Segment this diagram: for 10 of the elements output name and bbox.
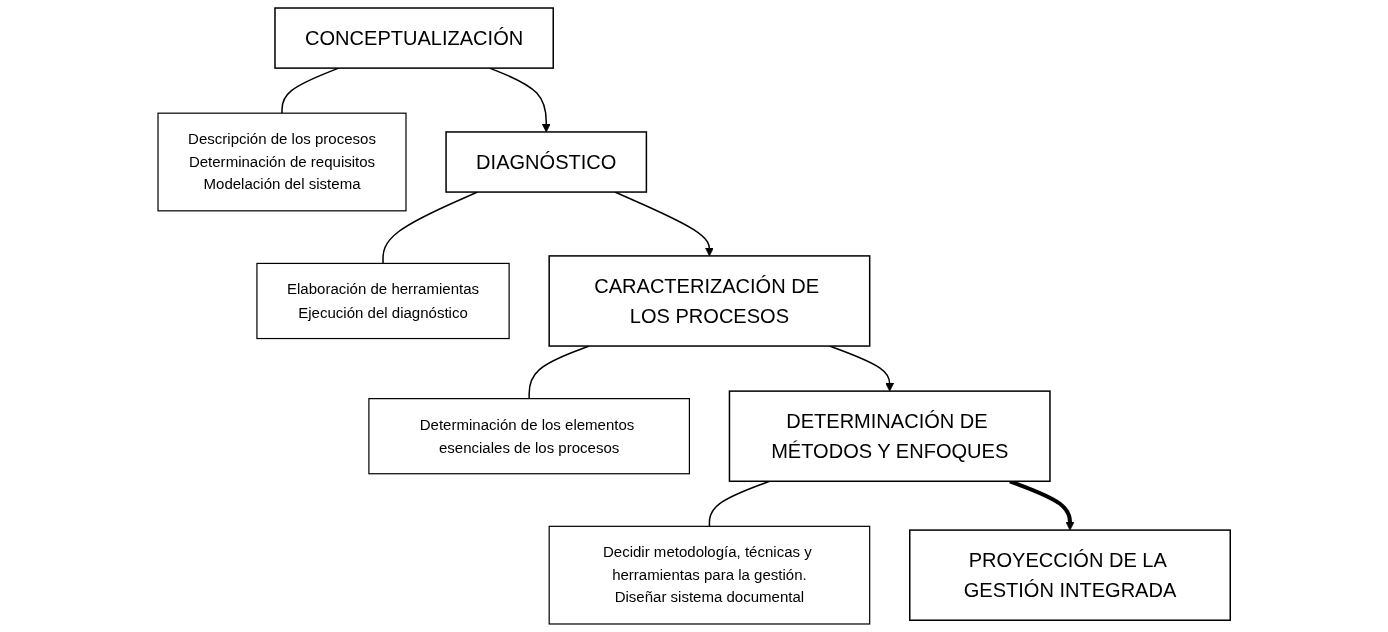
- node-box: Elaboración de herramientas Ejecución del diagnóstico: [256, 262, 510, 340]
- node-box: DETERMINACIÓN DE MÉTODOS Y ENFOQUES: [728, 390, 1051, 482]
- arrow: [614, 191, 714, 257]
- node-box: PROYECCIÓN DE LA GESTIÓN INTEGRADA: [908, 529, 1231, 621]
- node-box: CARACTERIZACIÓN DE LOS PROCESOS: [548, 255, 871, 347]
- node-box: Descripción de los procesos Determinación de requisitos Modelación del sistema: [157, 112, 407, 212]
- node-box: Determinación de los elementos esenciales de los procesos: [368, 398, 690, 475]
- node-box: DIAGNÓSTICO: [445, 131, 647, 193]
- node-box: CONCEPTUALIZACIÓN: [274, 7, 554, 69]
- node-box: Decidir metodología, técnicas y herramientas para la gestión. Diseñar sistema documental: [548, 525, 871, 625]
